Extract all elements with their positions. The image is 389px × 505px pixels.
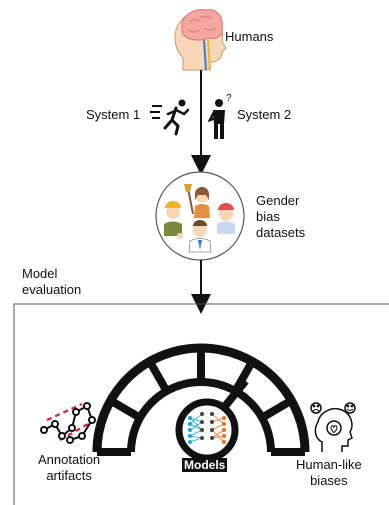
models-label: Models — [182, 457, 228, 473]
svg-text:?: ? — [226, 93, 232, 104]
neural-network-icon — [188, 412, 226, 444]
system1-label: System 1 — [86, 107, 141, 122]
human-biases-label: Human-like biases — [296, 457, 362, 488]
gauge-icon — [92, 343, 310, 462]
evaluation-label: Model evaluation — [22, 266, 82, 297]
humans-label: Humans — [225, 29, 274, 44]
annotation-artifacts-label: Annotation artifacts — [38, 452, 101, 483]
datasets-label: Gender bias datasets — [256, 193, 306, 240]
human-brain-icon — [174, 9, 227, 71]
annotation-artifacts-icon — [40, 402, 96, 444]
models-label-text: Models — [182, 458, 228, 472]
system2-label: System 2 — [237, 107, 292, 122]
thinking-person-icon: ? — [207, 93, 232, 139]
human-biases-icon — [310, 402, 356, 452]
running-person-icon — [150, 99, 190, 136]
dataset-people-icon — [155, 171, 245, 261]
evaluation-frame — [13, 303, 389, 505]
